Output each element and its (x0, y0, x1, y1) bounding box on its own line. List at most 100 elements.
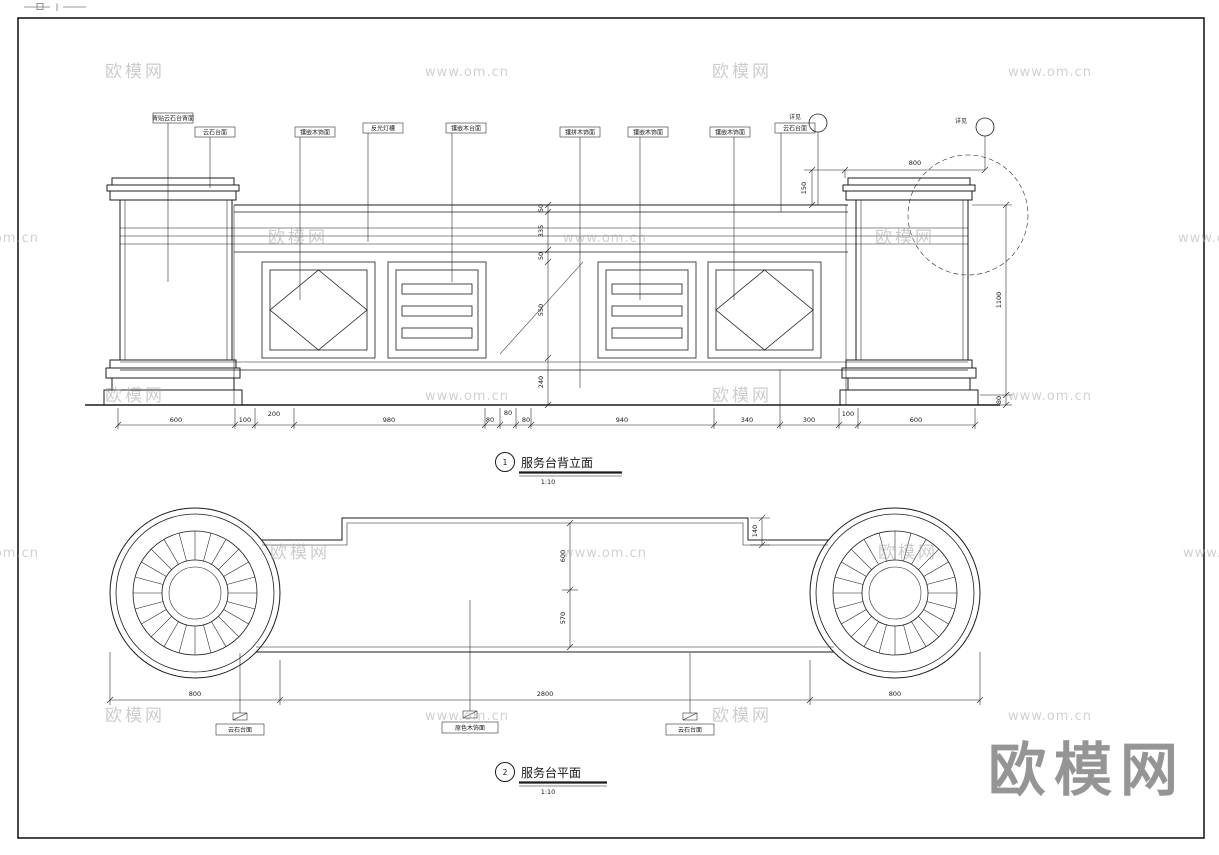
material-label: 云石台面 (783, 125, 807, 133)
detail-callout-right: 详见 (955, 117, 995, 170)
material-tag: 云石台面 (215, 653, 265, 736)
plan-desk-body (256, 517, 834, 653)
watermark-url: www.om.cn (1178, 231, 1219, 246)
elevation-bottom-dims: 600 100 200 980 80 80 80 940 340 300 100… (114, 370, 979, 429)
material-label: 背贴云石台背面 (152, 115, 194, 123)
elevation-top-dims: 800 150 (800, 159, 989, 209)
plan-drawing: 600 570 140 800 2800 800 云石台面 (106, 507, 984, 796)
drawing-title: 服务台背立面 (521, 455, 593, 470)
watermark-brand: 欧模网 (878, 543, 938, 563)
elevation-title-block: 1 服务台背立面 1:10 (495, 452, 622, 486)
plan-left-column (109, 507, 281, 679)
dim-label: 50 (537, 252, 545, 260)
dim-label: 340 (741, 416, 753, 424)
watermark-brand: 欧模网 (105, 386, 165, 406)
dim-label: 80 (995, 396, 1003, 404)
elevation-diamond-panel-right (707, 261, 822, 359)
material-label: 云石台面 (228, 726, 252, 734)
elevation-left-column (103, 177, 243, 406)
dim-label: 2800 (537, 690, 554, 698)
dim-label: 240 (537, 376, 545, 388)
watermark-url: www.om.cn (1008, 709, 1092, 724)
elevation-right-dims: 1100 80 (972, 201, 1012, 409)
watermark-brand: 欧模网 (270, 543, 330, 563)
material-tag: 镶嵌木台面 (445, 122, 487, 282)
watermark-url: www.om.cn (1183, 546, 1219, 561)
title-number: 2 (503, 768, 508, 777)
dim-label: 800 (889, 690, 901, 698)
dim-label: 80 (486, 416, 494, 424)
dim-label: 50 (537, 204, 545, 212)
dim-label: 980 (383, 416, 395, 424)
material-label: 镶嵌木饰面 (633, 129, 663, 137)
elevation-diamond-panel-left (261, 261, 376, 359)
material-tag: 镶拼木饰面 (559, 126, 601, 388)
material-tag: 云石台面 (665, 653, 715, 736)
watermark-url: www.om.cn (1008, 65, 1092, 80)
material-tag: 云石台面 (774, 122, 816, 212)
watermark-brand: 欧模网 (105, 62, 165, 82)
material-label: 反光灯槽 (371, 125, 395, 133)
material-tag: 背贴云石台背面 (152, 112, 194, 282)
dim-label: 800 (189, 690, 201, 698)
dim-label: 570 (559, 612, 567, 624)
watermark-logo-large: 欧模网 (988, 736, 1186, 804)
plan-material-labels: 云石台面 原色木饰面 云石台面 (215, 600, 715, 736)
dim-label: 140 (751, 525, 759, 537)
dim-label: 600 (170, 416, 182, 424)
watermark-brand: 欧模网 (712, 706, 772, 726)
drawing-scale: 1:10 (541, 478, 556, 486)
elevation-right-column (839, 177, 979, 406)
callout-label: 详见 (789, 113, 801, 121)
dim-label: 80 (504, 409, 512, 417)
watermark-brand: 欧模网 (875, 228, 935, 248)
dim-label: 1100 (995, 292, 1003, 309)
dim-label: 800 (909, 159, 921, 167)
material-tag: 原色木饰面 (441, 600, 499, 734)
callout-bubble-icon (975, 117, 995, 137)
title-number-bubble (495, 762, 515, 782)
elevation-material-labels: 背贴云石台背面 云石台面 镶嵌木饰面 反光灯槽 镶嵌木台面 (152, 112, 816, 388)
watermark-url: www.om.cn (563, 546, 647, 561)
watermark-brand: 欧模网 (268, 228, 328, 248)
callout-label: 详见 (955, 117, 967, 125)
dim-label: 600 (559, 550, 567, 562)
watermark-brand: 欧模网 (712, 62, 772, 82)
plan-depth-dims: 600 570 140 (559, 514, 770, 651)
material-label: 镶嵌木饰面 (300, 129, 330, 137)
watermark-url: www.om.cn (0, 231, 39, 246)
watermark-url: www.om.cn (425, 65, 509, 80)
drawing-scale: 1:10 (541, 788, 556, 796)
watermark-brand: 欧模网 (105, 706, 165, 726)
watermark-layer: 欧模网 www.om.cn 欧模网 www.om.cn www.om.cn 欧模… (0, 62, 1219, 804)
material-tag: 反光灯槽 (362, 122, 404, 242)
registration-marks (24, 3, 86, 11)
dim-label: 200 (268, 410, 280, 418)
elevation-counter-body (120, 204, 968, 405)
plan-title-block: 2 服务台平面 1:10 (495, 762, 607, 796)
material-label: 云石台面 (203, 129, 227, 137)
dim-label: 100 (842, 410, 854, 418)
dim-label: 940 (616, 416, 628, 424)
dim-label: 150 (800, 182, 808, 194)
plan-bottom-dims: 800 2800 800 (106, 652, 984, 705)
sheet-border (17, 3, 1205, 839)
column-flute-pattern (833, 531, 957, 655)
elevation-slat-panel-right (597, 261, 697, 359)
elevation-slat-panel-left (387, 261, 487, 359)
watermark-url: www.om.cn (563, 231, 647, 246)
dim-label: 80 (522, 416, 530, 424)
elevation-drawing: 背贴云石台背面 云石台面 镶嵌木饰面 反光灯槽 镶嵌木台面 (85, 112, 1029, 486)
title-number-bubble (495, 452, 515, 472)
material-tag: 镶嵌木饰面 (627, 126, 669, 300)
plan-right-column (809, 507, 981, 679)
detail-dashed-circle (907, 154, 1029, 276)
material-label: 镶拼木饰面 (565, 129, 595, 137)
material-label: 云石台面 (678, 726, 702, 734)
dim-label: 335 (537, 225, 545, 237)
material-tag: 镶嵌木饰面 (294, 126, 336, 300)
material-tag: 镶嵌木饰面 (709, 126, 751, 300)
watermark-url: www.om.cn (0, 546, 39, 561)
